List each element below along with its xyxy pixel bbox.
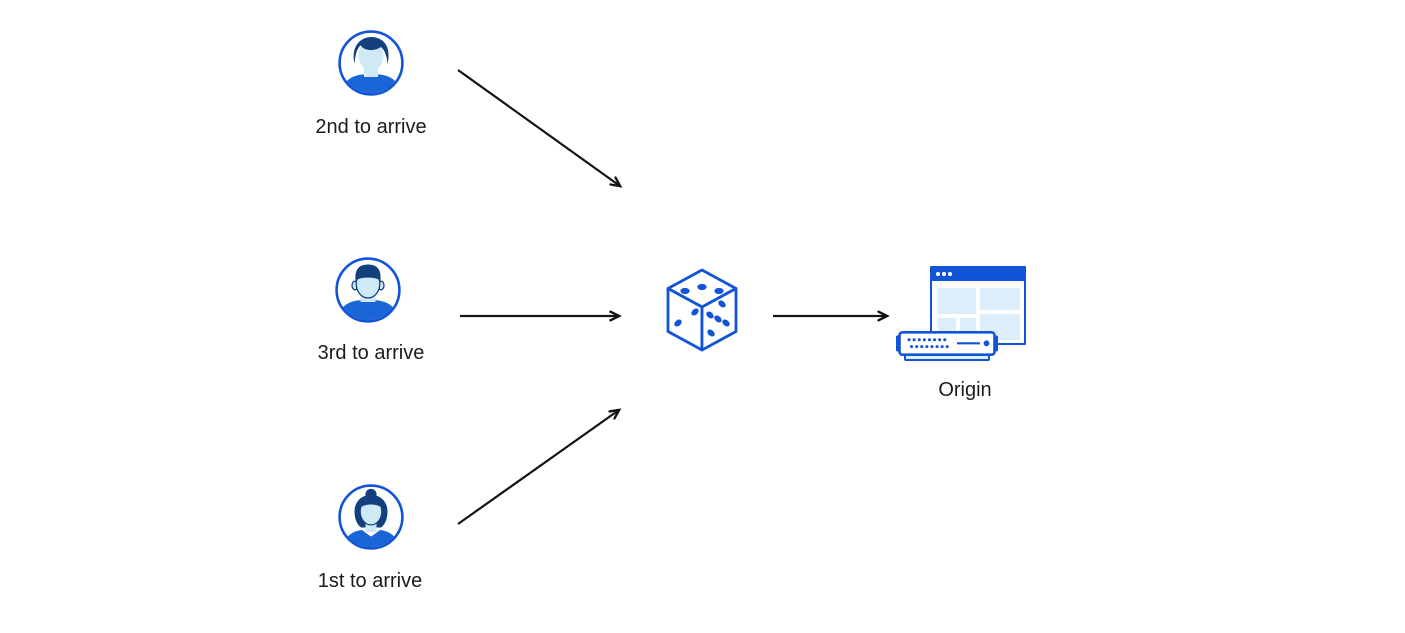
- woman-bun-avatar-icon: [338, 484, 404, 550]
- user-node-3rd: 3rd to arrive: [318, 256, 424, 364]
- server-icon: [896, 331, 998, 362]
- user-node-1st: 1st to arrive: [318, 483, 422, 592]
- dice-icon: [666, 268, 738, 352]
- user-label-2nd: 2nd to arrive: [315, 116, 427, 138]
- arrow-1st-to-dice: [457, 408, 622, 525]
- window-dot-icon: [948, 272, 952, 276]
- content-placeholder-block: [938, 288, 976, 314]
- user-label-3rd: 3rd to arrive: [317, 342, 425, 364]
- arrow-2nd-to-dice: [457, 69, 623, 188]
- origin-label: Origin: [938, 379, 992, 401]
- window-dot-icon: [936, 272, 940, 276]
- user-label-1st: 1st to arrive: [317, 570, 423, 592]
- man-flattop-avatar-icon: [335, 257, 401, 323]
- man-swept-hair-avatar-icon: [338, 30, 404, 96]
- user-node-2nd: 2nd to arrive: [315, 29, 427, 138]
- window-dot-icon: [942, 272, 946, 276]
- content-placeholder-block: [980, 288, 1020, 310]
- browser-titlebar: [931, 267, 1025, 281]
